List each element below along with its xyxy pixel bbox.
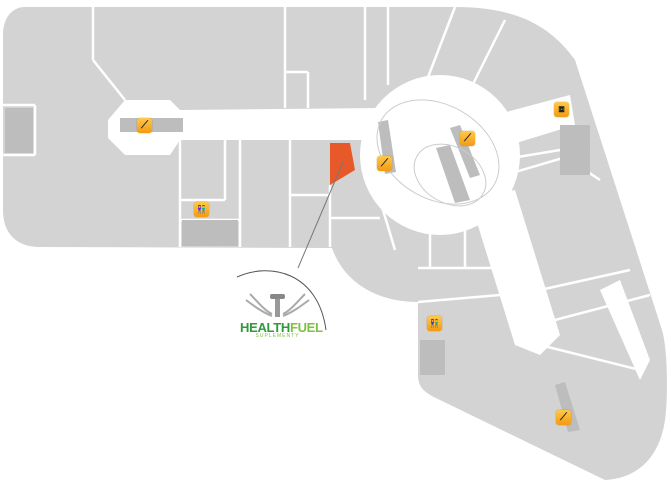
- logo-subtitle: SUPLEMENTY: [255, 333, 300, 339]
- atrium-void-inner: [413, 143, 487, 207]
- logo-name-part2: FUEL: [289, 320, 323, 335]
- logo-arc: [236, 270, 327, 331]
- escalator-icon[interactable]: ⟋: [137, 118, 152, 133]
- logo-name-part1: HEALTH: [240, 320, 290, 335]
- escalator-icon[interactable]: ⟋: [556, 410, 571, 425]
- store-dividers: [3, 6, 651, 372]
- atrium-void: [376, 99, 500, 205]
- escalator-shafts: [5, 108, 590, 432]
- healthfuel-logo[interactable]: HEALTHFUEL SUPLEMENTY: [240, 288, 323, 339]
- restroom-icon[interactable]: 👫: [194, 202, 209, 217]
- store-pointer-line: [297, 161, 344, 269]
- escalator-icon[interactable]: ⟋: [377, 156, 392, 171]
- restroom-icon[interactable]: 👫: [427, 316, 442, 331]
- escalator-icon[interactable]: ⟋: [460, 131, 475, 146]
- elevator-icon[interactable]: ⧈: [554, 102, 569, 117]
- winged-logo-icon: [245, 293, 310, 317]
- corridors: [108, 75, 650, 380]
